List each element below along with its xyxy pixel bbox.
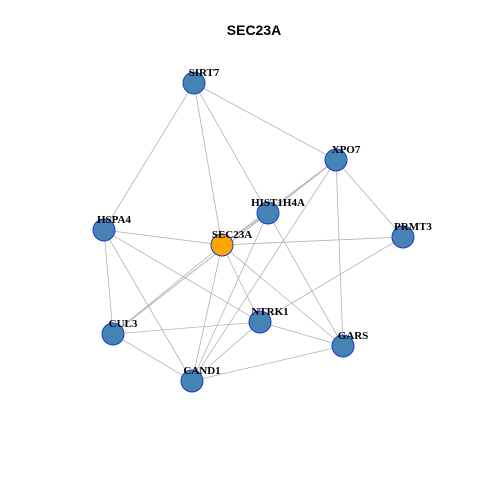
edges-layer bbox=[103, 82, 404, 382]
node-label-gars: GARS bbox=[338, 330, 369, 342]
edge-sirt7-xpo7 bbox=[193, 82, 337, 161]
node-label-hist1h4a: HIST1H4A bbox=[251, 197, 305, 209]
node-label-cul3: CUL3 bbox=[109, 318, 138, 330]
nodes-layer bbox=[92, 71, 415, 393]
edge-sec23a-ntrk1 bbox=[221, 244, 261, 323]
edge-hist1h4a-gars bbox=[267, 212, 344, 347]
edge-cand1-gars bbox=[191, 345, 344, 382]
edge-hist1h4a-cand1 bbox=[191, 212, 269, 382]
edge-hist1h4a-cul3 bbox=[112, 212, 269, 335]
node-prmt3 bbox=[391, 225, 415, 249]
node-label-ntrk1: NTRK1 bbox=[251, 306, 288, 318]
edge-sec23a-cand1 bbox=[191, 244, 223, 382]
edge-hspa4-ntrk1 bbox=[103, 229, 261, 323]
node-gars bbox=[331, 334, 355, 358]
edge-xpo7-sec23a bbox=[221, 159, 337, 246]
node-label-hspa4: HSPA4 bbox=[97, 214, 132, 226]
node-sec23a bbox=[210, 233, 234, 257]
node-hspa4 bbox=[92, 218, 116, 242]
node-label-cand1: CAND1 bbox=[183, 365, 220, 377]
edge-prmt3-ntrk1 bbox=[259, 236, 404, 323]
node-ntrk1 bbox=[248, 310, 272, 334]
node-label-prmt3: PRMT3 bbox=[394, 221, 432, 233]
node-cul3 bbox=[101, 322, 125, 346]
edge-xpo7-gars bbox=[335, 159, 344, 347]
edge-sec23a-gars bbox=[221, 244, 344, 347]
edge-sec23a-prmt3 bbox=[221, 236, 404, 246]
edge-cul3-cand1 bbox=[112, 333, 193, 382]
node-label-sec23a: SEC23A bbox=[212, 229, 252, 241]
edge-sirt7-sec23a bbox=[193, 82, 223, 246]
node-label-xpo7: XPO7 bbox=[332, 144, 361, 156]
node-hist1h4a bbox=[256, 201, 280, 225]
edge-sec23a-cul3 bbox=[112, 244, 223, 335]
edge-hspa4-cul3 bbox=[103, 229, 114, 335]
node-sirt7 bbox=[182, 71, 206, 95]
edge-sirt7-hspa4 bbox=[103, 82, 195, 231]
edge-ntrk1-cand1 bbox=[191, 321, 261, 382]
node-xpo7 bbox=[324, 148, 348, 172]
diagram-title: SEC23A bbox=[227, 22, 281, 38]
edge-ntrk1-gars bbox=[259, 321, 344, 347]
edge-xpo7-prmt3 bbox=[335, 159, 404, 238]
node-label-sirt7: SIRT7 bbox=[189, 67, 220, 79]
edge-ntrk1-cul3 bbox=[112, 321, 261, 335]
edge-sirt7-hist1h4a bbox=[193, 82, 269, 214]
edge-xpo7-cand1 bbox=[191, 159, 337, 382]
edge-hspa4-sec23a bbox=[103, 229, 223, 246]
node-cand1 bbox=[180, 369, 204, 393]
